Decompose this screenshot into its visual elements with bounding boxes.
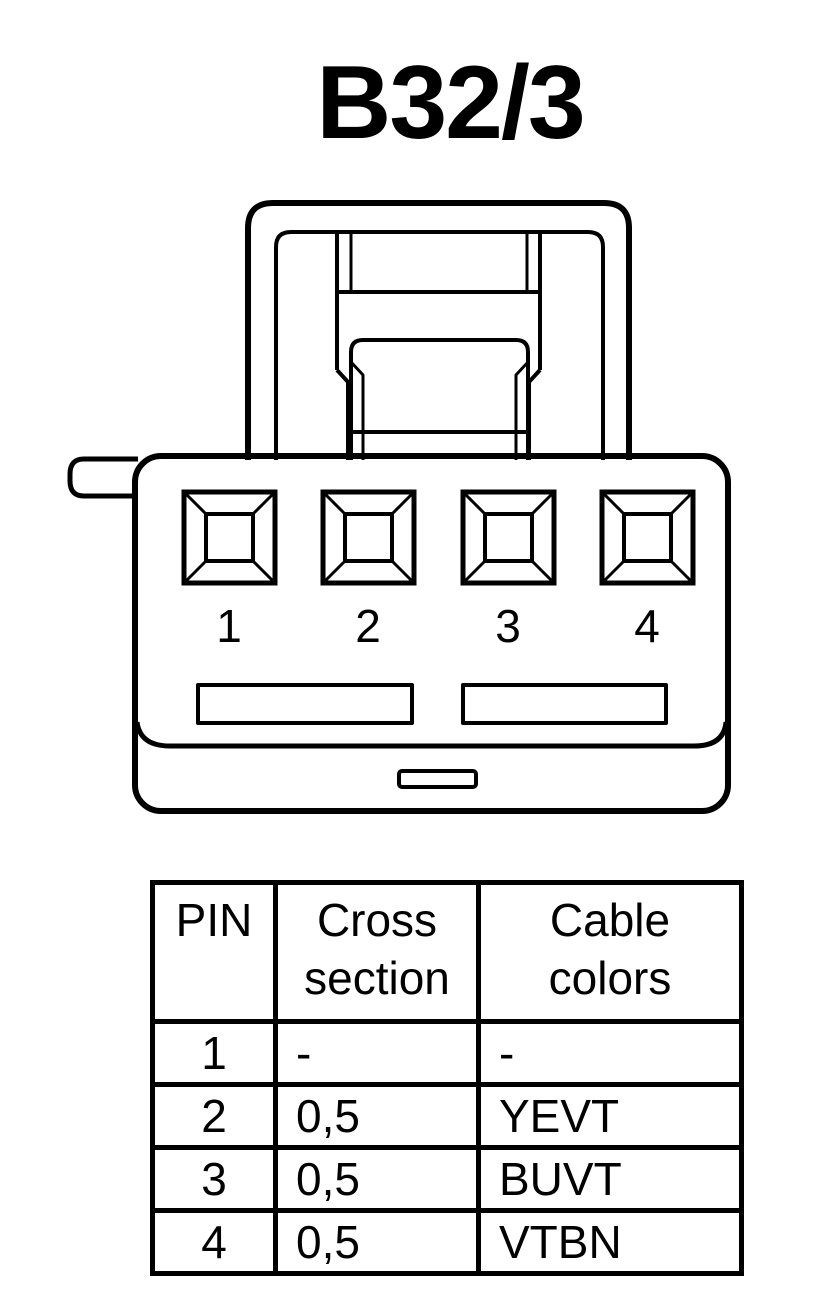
cell-pin: 3: [150, 1145, 278, 1213]
bottom-notch: [397, 769, 478, 789]
cell-cable-color: BUVT: [476, 1145, 744, 1213]
pin-label-4: 4: [634, 600, 660, 652]
keying-slot-right: [461, 683, 668, 725]
cell-cable-color: YEVT: [476, 1082, 744, 1150]
pin-table: PIN Cross section Cable colors 1 - - 2 0…: [150, 880, 744, 1276]
pin-label-3: 3: [495, 600, 521, 652]
table-row: 4 0,5 VTBN: [150, 1208, 744, 1276]
pin-cavity-4: [599, 489, 696, 586]
table-row: 2 0,5 YEVT: [150, 1082, 744, 1150]
pin-label-2: 2: [355, 600, 381, 652]
cell-cross-section: 0,5: [273, 1145, 481, 1213]
table-row: 3 0,5 BUVT: [150, 1145, 744, 1213]
header-cable-colors: Cable colors: [476, 880, 744, 1024]
pin-cavity-2: [320, 489, 417, 586]
pin-cavity-1: [181, 489, 278, 586]
header-pin: PIN: [150, 880, 278, 1024]
cell-cross-section: -: [273, 1019, 481, 1087]
cell-cross-section: 0,5: [273, 1208, 481, 1276]
table-header-row: PIN Cross section Cable colors: [150, 880, 744, 1024]
header-cross-section: Cross section: [273, 880, 481, 1024]
cell-cross-section: 0,5: [273, 1082, 481, 1150]
connector-latch: [245, 200, 632, 460]
connector-body: [132, 453, 731, 814]
pin-label-1: 1: [216, 600, 242, 652]
keying-slot-left: [196, 683, 414, 725]
cell-cable-color: VTBN: [476, 1208, 744, 1276]
connector-diagram: 1 2 3 4: [67, 200, 731, 814]
connector-title: B32/3: [316, 45, 586, 161]
cell-pin: 2: [150, 1082, 278, 1150]
cell-pin: 4: [150, 1208, 278, 1276]
cell-pin: 1: [150, 1019, 278, 1087]
side-tab: [67, 456, 138, 499]
cell-cable-color: -: [476, 1019, 744, 1087]
table-row: 1 - -: [150, 1019, 744, 1087]
pin-cavity-3: [460, 489, 557, 586]
